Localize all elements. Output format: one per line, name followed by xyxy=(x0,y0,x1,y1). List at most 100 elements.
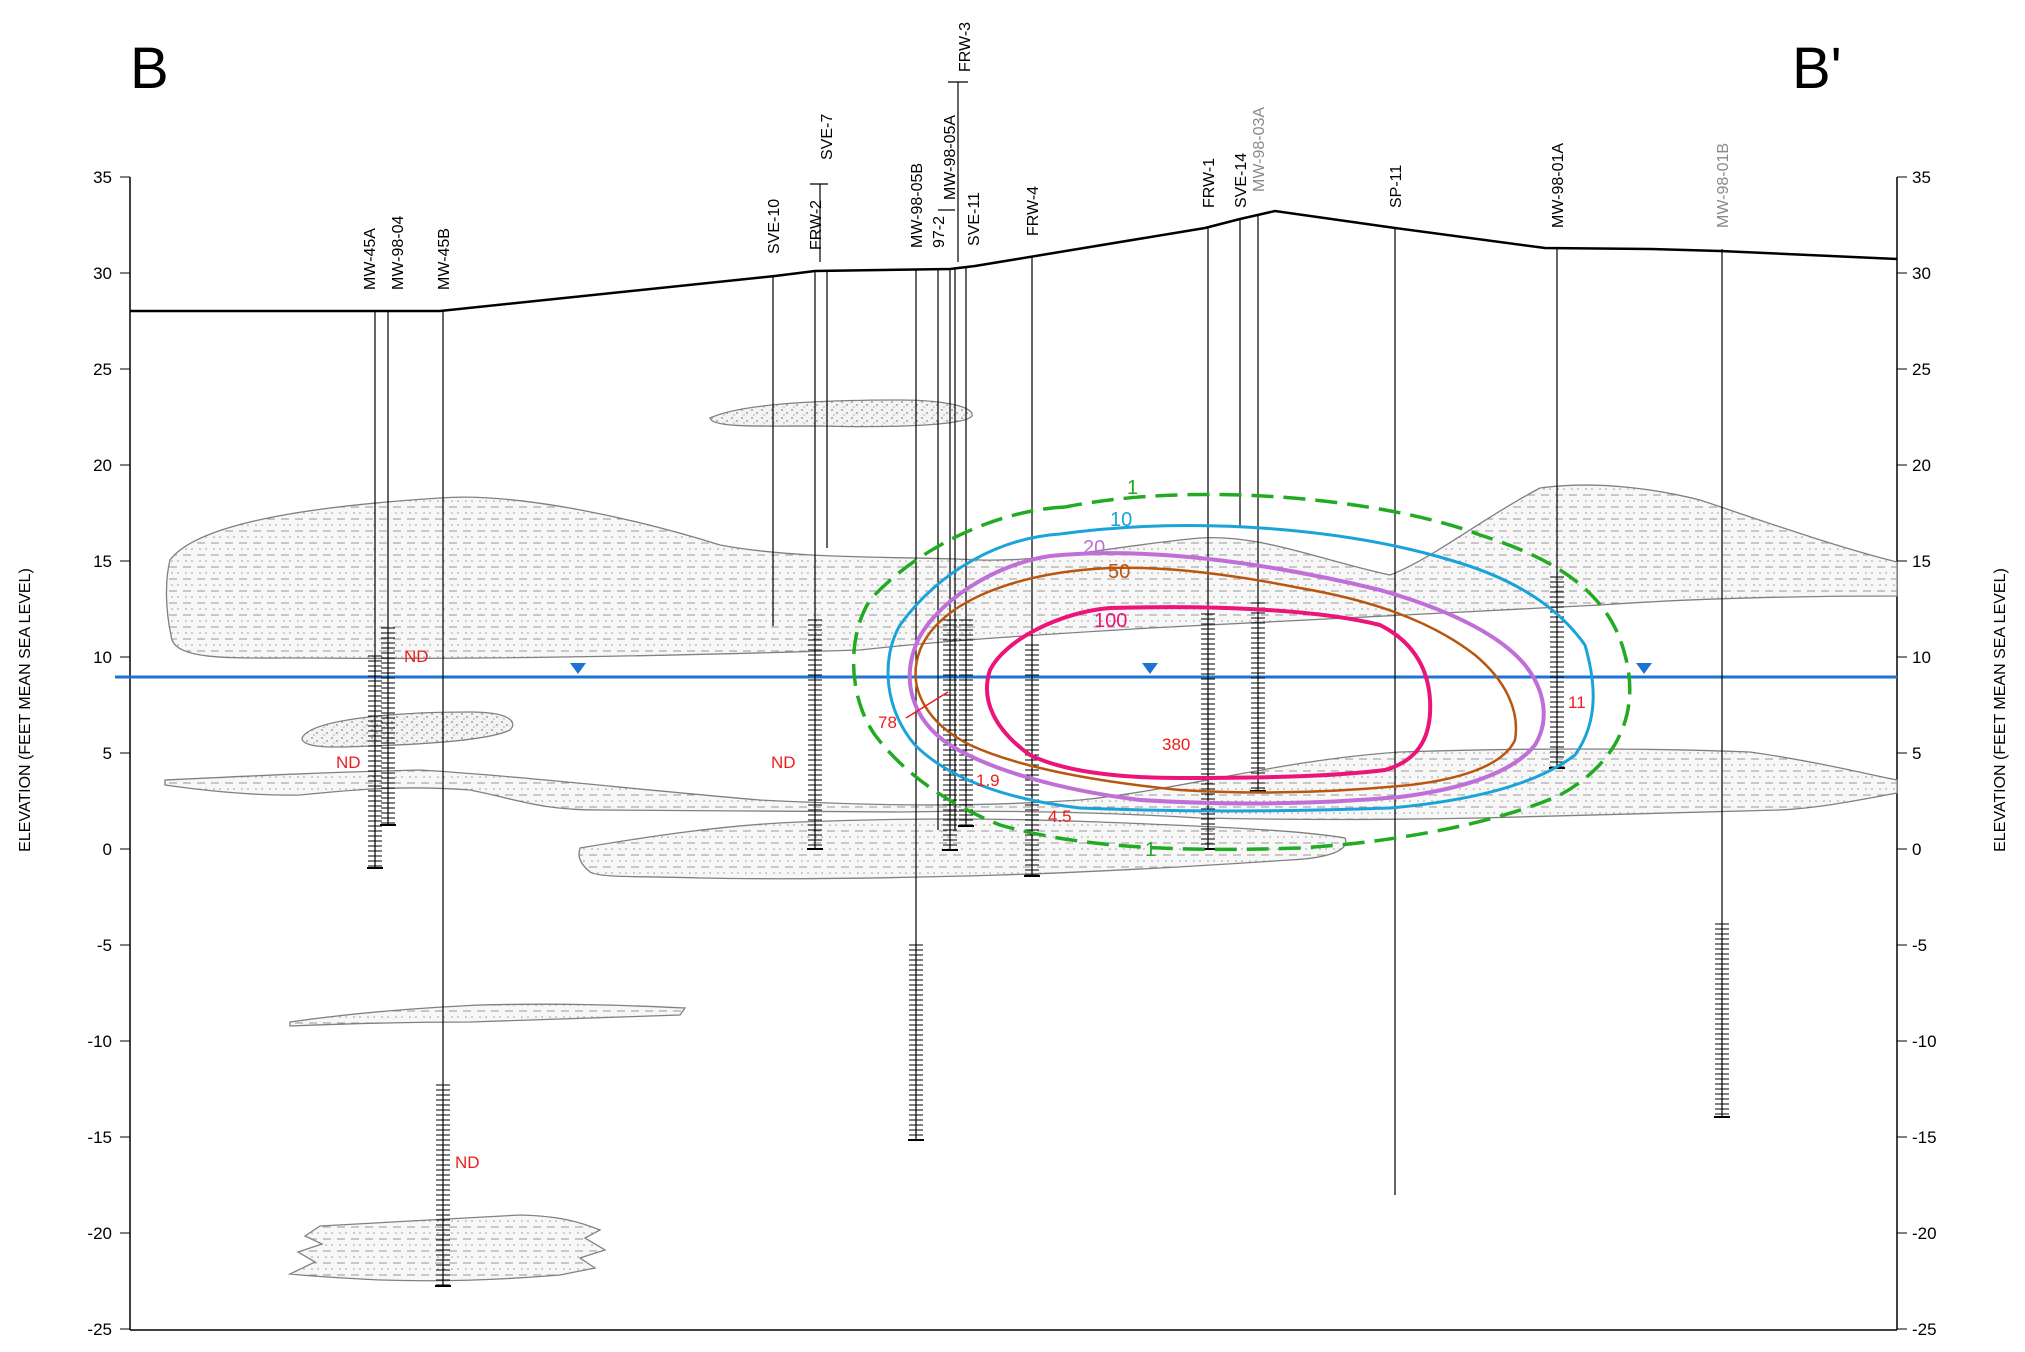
y-tick-neg15: -15 xyxy=(87,1128,130,1147)
concentration-78: 78 xyxy=(878,713,897,732)
y-tick-5-right: 5 xyxy=(1897,744,1921,763)
well-label-972: 97-2 xyxy=(931,216,948,248)
y-tick-35-right: 35 xyxy=(1897,168,1931,187)
y-tick-neg10: -10 xyxy=(87,1032,130,1051)
well-label-frw3: FRW-3 xyxy=(957,22,974,72)
well-screen-frw2 xyxy=(807,619,823,850)
concentration-11: 11 xyxy=(1568,693,1586,712)
sand-lens-upper xyxy=(709,399,973,428)
y-tick-30-right: 30 xyxy=(1897,264,1931,283)
y-tick-neg10-right: -10 xyxy=(1897,1032,1937,1051)
left-axis-title: ELEVATION (FEET MEAN SEA LEVEL) xyxy=(17,568,34,852)
y-tick-15-right: 15 xyxy=(1897,552,1931,571)
right-y-axis: 35 30 25 20 15 10 5 0 -5 -10 -15 -20 -25 xyxy=(1897,168,1937,1339)
well-screen-sve11 xyxy=(958,619,974,827)
silt-lens-middle xyxy=(164,748,1898,821)
y-tick-20-right: 20 xyxy=(1897,456,1931,475)
contour-label-1-top: 1 xyxy=(1127,477,1138,499)
well-label-sve14: SVE-14 xyxy=(1233,153,1250,208)
svg-text:-10: -10 xyxy=(87,1032,112,1051)
y-tick-neg20-right: -20 xyxy=(1897,1224,1937,1243)
well-screen-mw45b xyxy=(435,1084,451,1287)
well-label-mw9801b: MW-98-01B xyxy=(1715,143,1732,228)
svg-text:35: 35 xyxy=(93,168,112,187)
well-label-sve7: SVE-7 xyxy=(819,114,836,160)
y-tick-0: 0 xyxy=(103,840,130,859)
concentration-values: ND ND ND ND 78 1.9 4.5 380 11 xyxy=(336,647,1586,1172)
well-label-sp11: SP-11 xyxy=(1388,165,1405,208)
section-end-label: B' xyxy=(1792,36,1842,101)
y-tick-30: 30 xyxy=(93,264,130,283)
right-axis-title: ELEVATION (FEET MEAN SEA LEVEL) xyxy=(1992,568,2009,852)
contour-10 xyxy=(886,524,1595,813)
contour-labels: 1 1 10 20 50 100 xyxy=(1083,477,1156,861)
svg-text:-5: -5 xyxy=(1912,936,1927,955)
y-tick-35: 35 xyxy=(93,168,130,187)
isoconcentration-contours xyxy=(851,492,1632,852)
y-tick-10-right: 10 xyxy=(1897,648,1931,667)
section-start-label: B xyxy=(130,36,169,101)
y-tick-10: 10 xyxy=(93,648,130,667)
svg-text:15: 15 xyxy=(1912,552,1931,571)
svg-text:-15: -15 xyxy=(1912,1128,1937,1147)
svg-text:10: 10 xyxy=(1912,648,1931,667)
contour-label-10: 10 xyxy=(1110,509,1132,531)
y-tick-neg15-right: -15 xyxy=(1897,1128,1937,1147)
y-tick-neg20: -20 xyxy=(87,1224,130,1243)
svg-text:-25: -25 xyxy=(1912,1320,1937,1339)
y-tick-neg25: -25 xyxy=(87,1320,130,1339)
y-tick-20: 20 xyxy=(93,456,130,475)
well-screens xyxy=(367,576,1730,1287)
concentration-nd-frw2: ND xyxy=(771,753,796,772)
water-table-markers xyxy=(570,663,1652,674)
svg-text:10: 10 xyxy=(93,648,112,667)
ground-surface-line xyxy=(130,209,1898,313)
well-label-mw45a: MW-45A xyxy=(362,228,379,290)
contour-label-50: 50 xyxy=(1108,561,1130,583)
concentration-380: 380 xyxy=(1162,735,1190,754)
well-label-mw9805b: MW-98-05B xyxy=(909,163,926,248)
svg-text:30: 30 xyxy=(93,264,112,283)
contour-100 xyxy=(984,605,1433,781)
concentration-nd-mw45b: ND xyxy=(455,1153,480,1172)
water-table-marker-icon xyxy=(1636,663,1652,674)
label-leader-lines xyxy=(810,81,968,262)
svg-text:-20: -20 xyxy=(87,1224,112,1243)
concentration-nd-mw45a: ND xyxy=(336,753,361,772)
well-label-frw4: FRW-4 xyxy=(1025,186,1042,236)
silt-lens-deep xyxy=(289,1003,687,1027)
well-label-sve11: SVE-11 xyxy=(966,192,983,246)
contour-label-1-bottom: 1 xyxy=(1145,839,1156,861)
silt-lens-bottom xyxy=(287,1214,607,1282)
svg-text:-10: -10 xyxy=(1912,1032,1937,1051)
well-screen-mw45a xyxy=(367,655,383,869)
water-table-marker-icon xyxy=(570,663,586,674)
y-tick-5: 5 xyxy=(103,744,130,763)
y-tick-15: 15 xyxy=(93,552,130,571)
svg-text:15: 15 xyxy=(93,552,112,571)
well-screen-mw9805a xyxy=(942,619,958,851)
svg-text:-20: -20 xyxy=(1912,1224,1937,1243)
svg-text:35: 35 xyxy=(1912,168,1931,187)
svg-text:0: 0 xyxy=(1912,840,1921,859)
svg-text:-15: -15 xyxy=(87,1128,112,1147)
y-tick-0-right: 0 xyxy=(1897,840,1921,859)
y-tick-neg5: -5 xyxy=(97,936,130,955)
svg-text:30: 30 xyxy=(1912,264,1931,283)
concentration-4-5: 4.5 xyxy=(1048,807,1072,826)
well-label-frw2: FRW-2 xyxy=(808,200,825,250)
concentration-1-9: 1.9 xyxy=(976,771,1000,790)
svg-text:-25: -25 xyxy=(87,1320,112,1339)
svg-text:25: 25 xyxy=(93,360,112,379)
well-label-mw45b: MW-45B xyxy=(436,228,453,290)
svg-text:20: 20 xyxy=(1912,456,1931,475)
well-label-mw9805a: MW-98-05A xyxy=(942,115,959,200)
left-y-axis: 35 30 25 20 15 10 5 0 -5 -10 -15 -20 -25 xyxy=(87,168,130,1339)
svg-text:25: 25 xyxy=(1912,360,1931,379)
contour-label-20: 20 xyxy=(1083,537,1105,559)
svg-text:0: 0 xyxy=(103,840,112,859)
svg-text:20: 20 xyxy=(93,456,112,475)
well-label-mw9804: MW-98-04 xyxy=(390,216,407,290)
water-table-marker-icon xyxy=(1142,663,1158,674)
